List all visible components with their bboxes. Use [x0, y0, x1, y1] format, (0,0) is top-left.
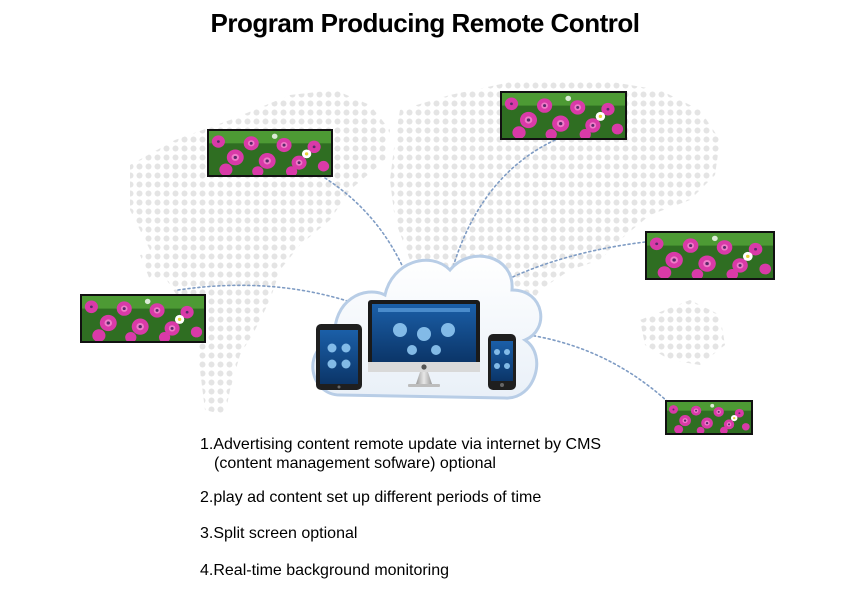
- feature-item-1: 1.Advertising content remote update via …: [200, 435, 601, 473]
- page-title: Program Producing Remote Control: [210, 8, 640, 38]
- feature-item-2: 2.play ad content set up different perio…: [200, 488, 541, 507]
- feature-item-2-line1: 2.play ad content set up different perio…: [200, 489, 542, 506]
- display-banner-top-right: [500, 91, 627, 140]
- display-banner-right: [645, 231, 775, 280]
- feature-item-1-line2: (content management sofware) optional: [214, 455, 496, 472]
- apple-logo-icon: [421, 364, 427, 370]
- connector-bottom-right: [504, 331, 669, 403]
- display-banner-left: [80, 294, 206, 343]
- feature-item-4: 4.Real-time background monitoring: [200, 561, 449, 580]
- feature-item-3: 3.Split screen optional: [200, 524, 357, 543]
- phone-icon: [488, 334, 516, 390]
- monitor-icon: [368, 300, 480, 387]
- display-banner-bottom-right: [665, 400, 753, 435]
- tablet-icon: [316, 324, 362, 390]
- display-banner-top-left: [207, 129, 333, 177]
- feature-item-1-line1: 1.Advertising content remote update via …: [200, 436, 602, 453]
- feature-item-4-line1: 4.Real-time background monitoring: [200, 562, 450, 579]
- feature-item-3-line1: 3.Split screen optional: [200, 525, 358, 542]
